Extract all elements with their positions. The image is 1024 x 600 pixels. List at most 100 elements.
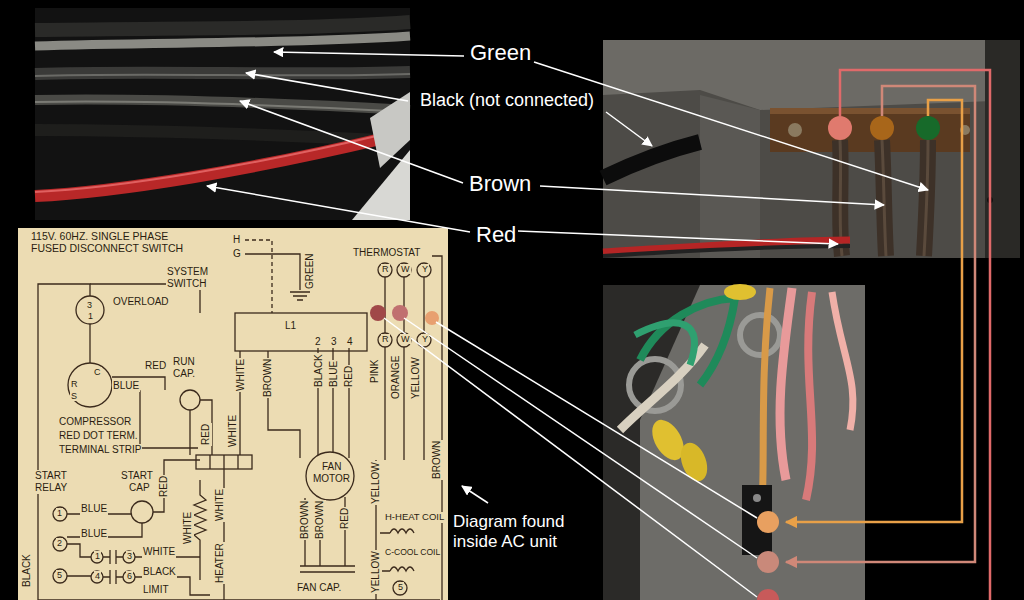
wire-label: 1	[94, 551, 101, 561]
wire-label: 5	[397, 582, 404, 592]
wire-label: BROWN	[431, 440, 443, 480]
wire-label: FAN CAP.	[296, 582, 342, 594]
wiring-schematic	[76, 296, 104, 324]
wire-label: COMPRESSOR	[58, 416, 132, 428]
junction-photo	[676, 439, 712, 485]
terminal-dot	[828, 116, 852, 140]
wire-label: FUSED DISCONNECT SWITCH	[30, 242, 184, 254]
wire-label: BROWN	[262, 358, 274, 398]
wiring-schematic	[245, 240, 272, 313]
wire-label: START	[120, 470, 154, 482]
wire-label: BLUE	[328, 360, 340, 388]
wiring-schematic	[380, 567, 414, 571]
wiring-schematic	[300, 566, 355, 572]
wiring-schematic	[67, 544, 91, 576]
wire-label: 1	[56, 508, 63, 518]
wiring-schematic	[290, 292, 310, 300]
callout-label: Brown	[469, 171, 531, 196]
wiring-schematic	[53, 569, 67, 583]
terminal-photo	[603, 40, 1020, 258]
junction-photo	[753, 494, 761, 502]
wire-label: 6	[126, 571, 133, 581]
junction-photo	[832, 292, 853, 430]
wiring-schematic	[306, 452, 354, 500]
terminal-dot	[757, 116, 940, 600]
leader-line	[462, 486, 488, 503]
wire-label: 1	[87, 311, 94, 321]
wire-label: S	[70, 391, 78, 401]
callout-label: Red	[476, 222, 516, 247]
leader-line	[518, 231, 838, 244]
terminal-dot	[757, 511, 779, 533]
wiring-schematic	[245, 254, 300, 290]
leader-line	[246, 73, 408, 101]
wire-label: R	[381, 264, 390, 274]
leader-line	[606, 112, 652, 146]
wire-photo	[35, 134, 385, 192]
wire-photo	[35, 102, 410, 112]
wire-label: W	[400, 334, 411, 344]
wire-label: R	[381, 334, 390, 344]
junction-photo	[806, 292, 812, 500]
routing-line	[786, 70, 990, 600]
wire-label: SWITCH	[166, 278, 207, 290]
wire-label: Y	[421, 334, 429, 344]
terminal-dot	[757, 589, 779, 600]
wiring-schematic	[378, 333, 392, 347]
wire-label: WHITE	[142, 546, 176, 558]
wire-label: YELLOW	[370, 550, 382, 594]
junction-photo	[762, 288, 770, 505]
wire-label: 2	[56, 538, 63, 548]
wire-label: BLUE	[112, 380, 140, 392]
wire-label: H-HEAT COIL	[384, 512, 445, 523]
wire-label: 4	[94, 571, 101, 581]
wire-photo	[35, 36, 410, 46]
wire-label: LIMIT	[142, 584, 170, 596]
wire-label: G	[232, 248, 242, 260]
wire-label: RUN	[172, 356, 196, 368]
terminal-photo	[770, 108, 970, 152]
junction-photo	[724, 284, 756, 300]
wire-label: 3	[126, 551, 133, 561]
wiring-schematic	[91, 551, 103, 563]
wire-label: YELLOW	[370, 461, 382, 505]
wire-label: THERMOSTAT	[352, 247, 421, 259]
wire-label: SYSTEM	[166, 266, 209, 278]
wire-label: OVERLOAD	[112, 296, 170, 308]
terminal-photo	[924, 140, 928, 256]
wire-label: W	[400, 264, 411, 274]
wire-photo	[35, 74, 410, 76]
wiring-schematic	[135, 557, 210, 595]
wiring-schematic	[89, 324, 90, 363]
wire-photo	[35, 22, 410, 30]
leader-line	[207, 52, 928, 597]
wiring-schematic	[123, 571, 135, 583]
wire-label: RELAY	[34, 482, 68, 494]
wire-label: RED	[200, 423, 212, 446]
wire-label: WHITE	[182, 511, 194, 545]
leader-line	[436, 322, 757, 518]
wire-label: H	[232, 234, 241, 246]
wire-label: BROWN	[314, 500, 326, 540]
wire-label: BLACK	[21, 553, 33, 588]
junction-photo	[740, 315, 780, 355]
wiring-schematic	[18, 228, 448, 600]
wire-label: 4	[346, 336, 354, 348]
wire-label: C-COOL COIL	[384, 548, 441, 558]
leader-line	[274, 52, 464, 56]
wire-label: BLUE	[80, 503, 108, 515]
routing-line	[840, 70, 990, 600]
wiring-schematic	[53, 507, 67, 521]
wire-label: BLACK	[313, 353, 325, 388]
wire-label: 3	[86, 300, 93, 310]
wire-label: START	[34, 470, 68, 482]
wire-label: GREEN	[304, 252, 316, 290]
terminal-photo	[882, 140, 886, 256]
callout-label: Diagram found inside AC unit	[453, 512, 603, 551]
wire-label: 3	[330, 336, 338, 348]
wire-label: CAP	[128, 482, 151, 494]
callout-label: Black (not connected)	[413, 90, 601, 111]
wire-label: 115V. 60HZ. SINGLE PHASE	[30, 230, 169, 242]
